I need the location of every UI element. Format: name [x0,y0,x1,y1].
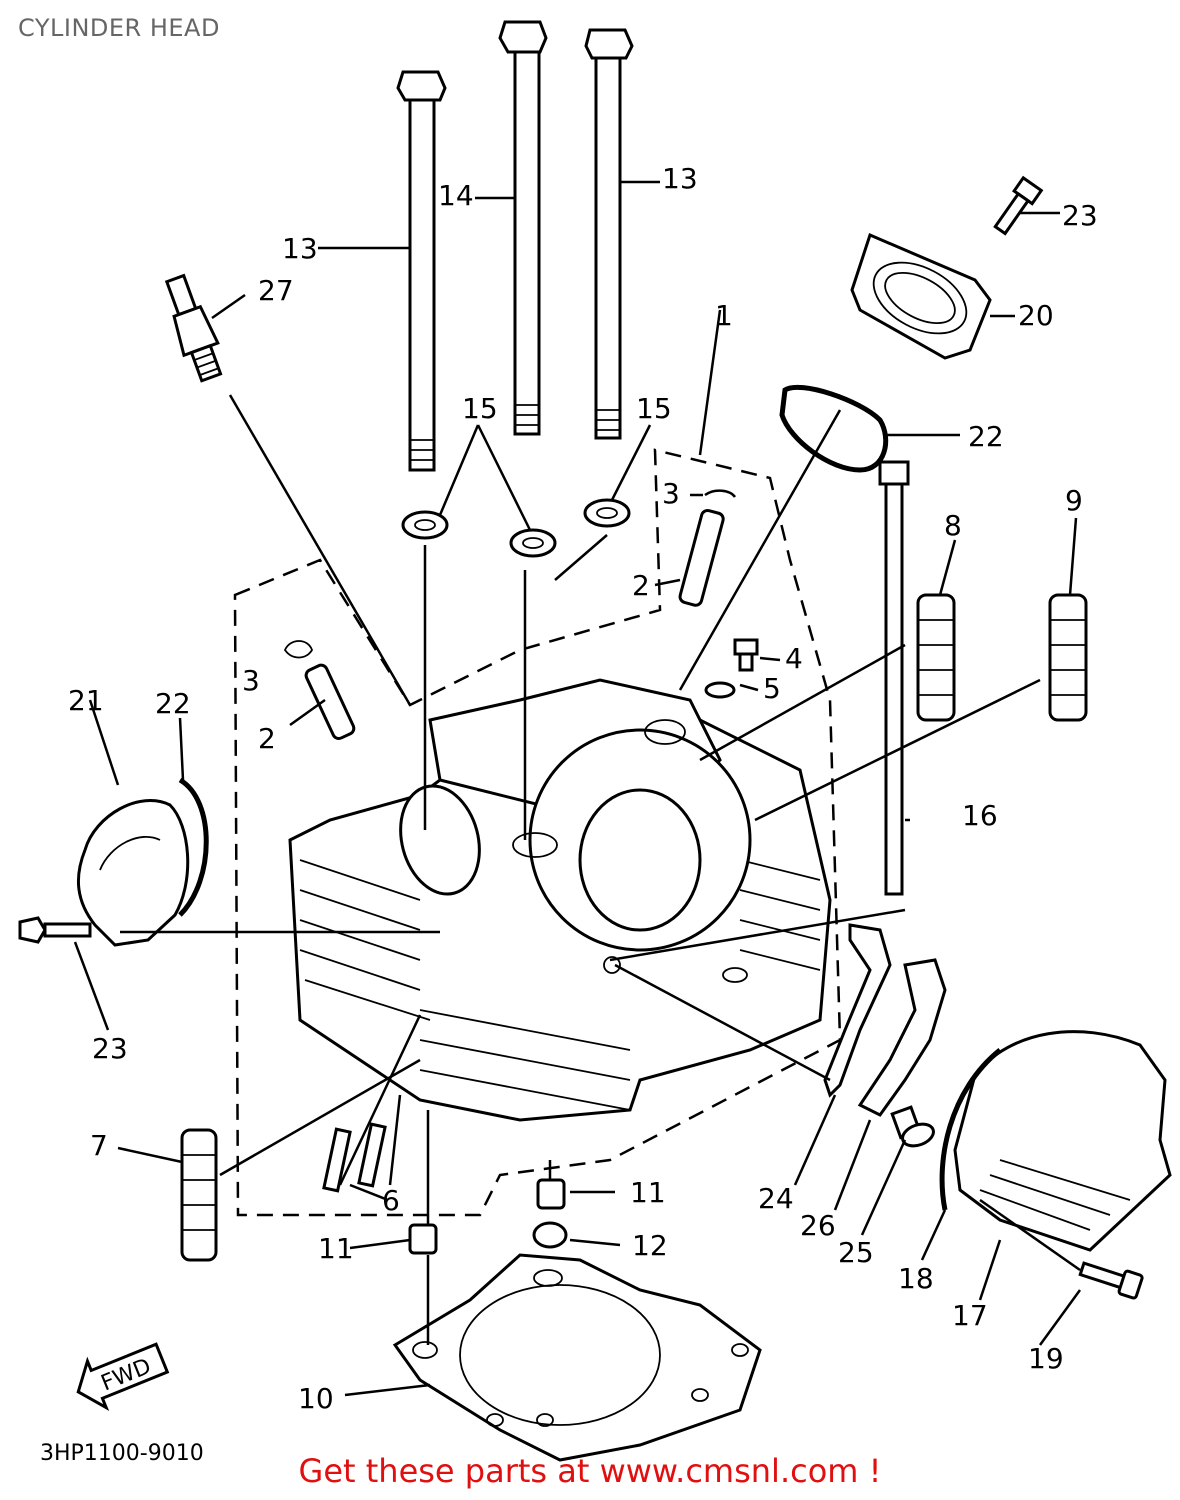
gasket-18 [939,1048,1002,1211]
callout-24: 24 [758,1182,794,1215]
valve-guide-2-left [304,663,356,741]
bolt-25 [890,1105,935,1148]
bolt-23-left [18,916,92,944]
callout-9: 9 [1065,484,1083,517]
callout-27: 27 [258,274,294,307]
washer-15-right [583,498,631,528]
part-code: 3HP1100-9010 [40,1441,204,1466]
callout-17: 17 [952,1299,988,1332]
washer-15-left [401,510,449,540]
callout-4: 4 [785,642,803,675]
valve-guide-2-right [678,508,725,607]
washer-15-center [509,528,557,558]
callout-23-left: 23 [92,1032,128,1065]
callout-25: 25 [838,1236,874,1269]
callout-21: 21 [68,684,104,717]
callout-8: 8 [944,509,962,542]
callout-15-left: 15 [462,392,498,425]
washer-5 [704,681,736,699]
spring-7 [180,1128,218,1262]
callout-22-top: 22 [968,420,1004,453]
cam-cover-17 [953,1030,1172,1252]
bolt-14 [498,20,548,436]
dowel-11-left [408,1223,438,1255]
bracket-24 [823,923,892,1098]
bolt-16 [878,460,910,896]
callout-3-left: 3 [242,664,260,697]
clip-3-right [704,489,737,498]
callout-13-right: 13 [662,162,698,195]
studs-6 [322,1122,387,1193]
dowel-11-right [536,1178,566,1210]
callout-11-right: 11 [630,1176,666,1209]
gasket-22-left [178,777,209,917]
forward-arrow: FWD [76,1342,170,1411]
bolt-4 [733,638,759,672]
callout-20: 20 [1018,299,1054,332]
callout-22-left: 22 [155,687,191,720]
assembly-outline [233,448,842,1217]
exhaust-flange-20 [850,232,992,360]
callout-3-right: 3 [662,477,680,510]
callout-18: 18 [898,1262,934,1295]
spring-9 [1048,593,1088,722]
callout-1: 1 [715,299,733,332]
callout-15-right: 15 [636,392,672,425]
spring-8 [916,593,956,722]
spark-plug-27 [164,273,223,383]
callout-2-left: 2 [258,722,276,755]
callout-7: 7 [90,1129,108,1162]
clip-3-left [283,640,313,659]
callout-10: 10 [298,1382,334,1415]
head-gasket-10 [392,1253,762,1462]
plate-26 [857,958,947,1117]
o-ring-22-top [779,384,889,473]
bolt-13-left [396,70,447,472]
callout-labels: 13 14 13 23 27 20 1 15 15 22 3 9 8 2 3 4… [68,162,1098,1415]
bolt-13-right [584,28,634,440]
callout-16: 16 [962,799,998,832]
side-cover-21 [76,799,190,947]
bolt-23-top [993,175,1044,236]
callout-12: 12 [632,1229,668,1262]
callout-19: 19 [1028,1342,1064,1375]
cmsnl-link[interactable]: Get these parts at www.cmsnl.com ! [298,1452,882,1490]
bolt-19 [1078,1261,1144,1300]
cylinder-head [288,678,832,1122]
callout-2-right: 2 [632,569,650,602]
callout-11-left: 11 [318,1232,354,1265]
diagram-title: CYLINDER HEAD [18,14,220,42]
callout-6: 6 [382,1184,400,1217]
seal-12 [532,1221,568,1249]
leader-lines [73,180,1082,1397]
callout-23-top: 23 [1062,199,1098,232]
callout-5: 5 [763,672,781,705]
callout-14: 14 [438,179,474,212]
callout-26: 26 [800,1209,836,1242]
callout-13-left: 13 [282,232,318,265]
